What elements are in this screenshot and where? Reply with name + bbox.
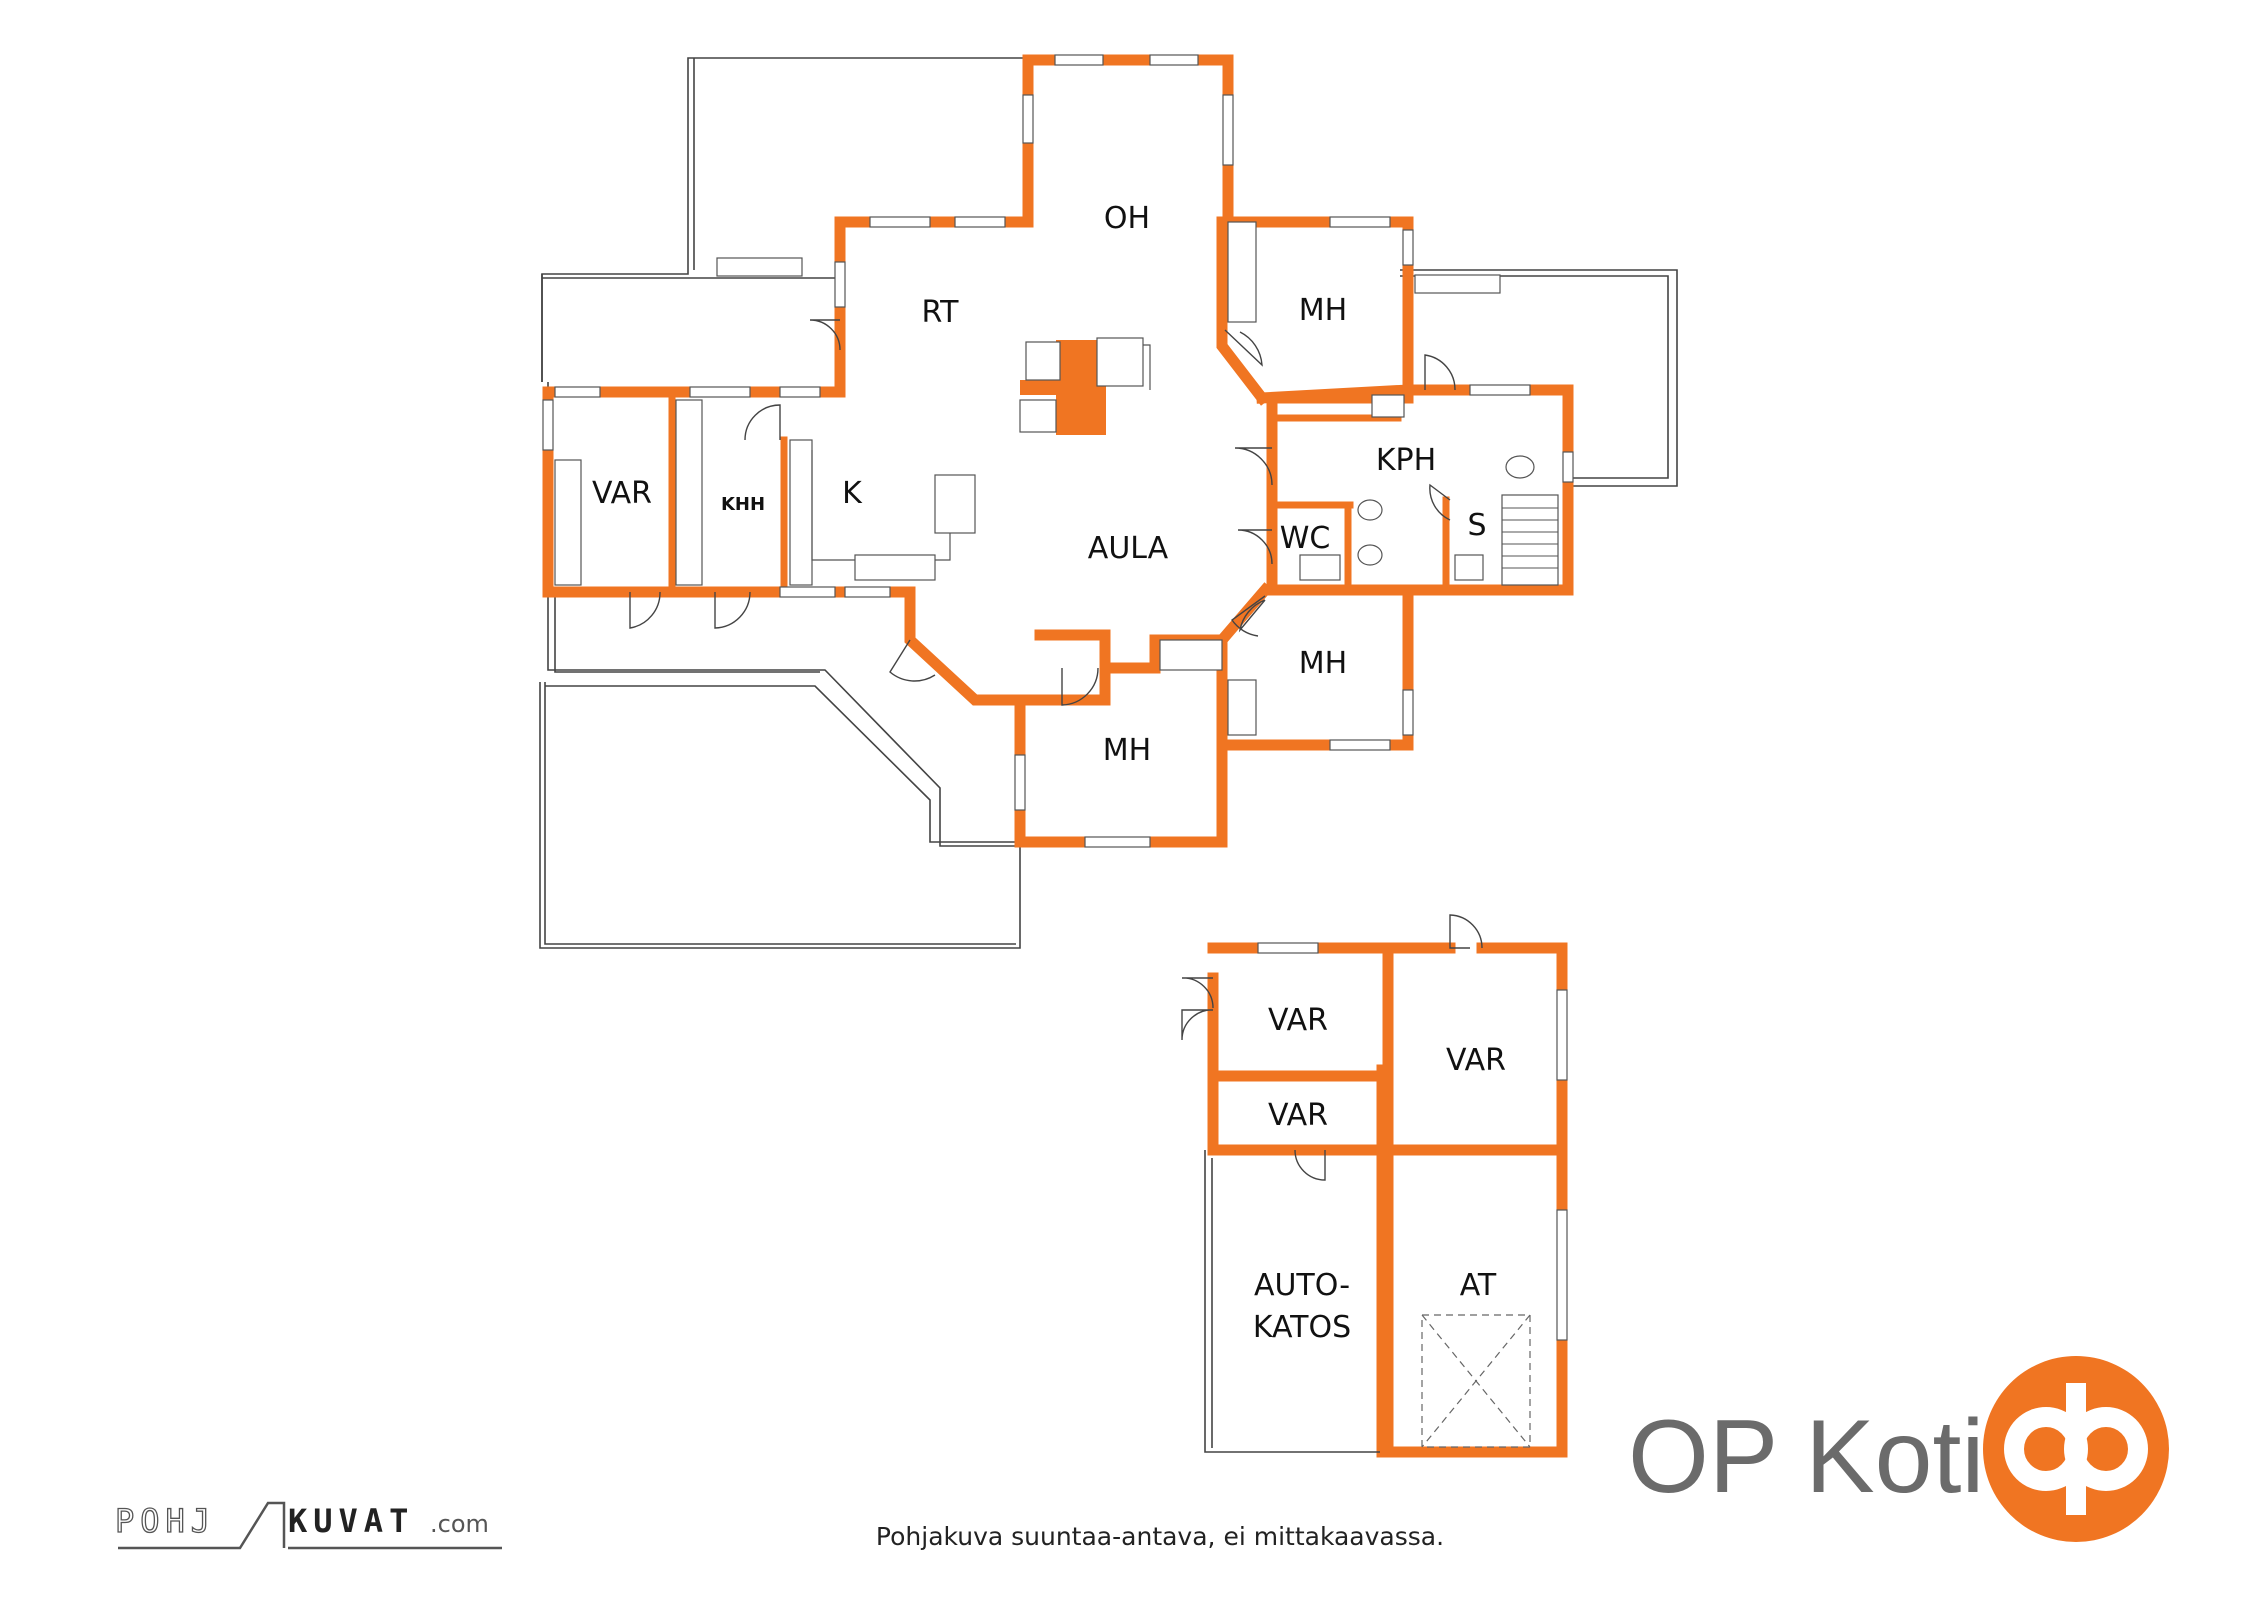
outbuilding-walls: [1204, 942, 1568, 1458]
room-label-khh: KHH: [721, 494, 765, 515]
room-label-var-left: VAR: [592, 476, 652, 511]
brand-name: OP Koti: [1628, 1399, 1984, 1515]
plan-caption: Pohjakuva suuntaa-antava, ei mittakaavas…: [876, 1522, 1444, 1551]
room-label-mh-top: MH: [1299, 293, 1347, 328]
room-label-kph: KPH: [1376, 443, 1436, 478]
room-label-aula: AULA: [1088, 531, 1169, 566]
doors: [629, 319, 1483, 1181]
room-label-mh-bottom: MH: [1103, 733, 1151, 768]
terrace-outlines: [539, 57, 1678, 949]
windows: [542, 54, 1574, 1341]
room-label-k: K: [842, 476, 863, 511]
room-label-at: AT: [1460, 1268, 1497, 1303]
brand: OP Koti: [1628, 1356, 2169, 1542]
op-logo-icon: [1983, 1356, 2169, 1542]
room-label-oh: OH: [1104, 201, 1150, 236]
fixtures: [554, 221, 1559, 736]
room-label-var-out1: VAR: [1268, 1003, 1328, 1038]
pohjakuvat-watermark: POHJ KUVAT .com: [114, 1501, 502, 1550]
room-label-autokatos-1: AUTO-: [1254, 1268, 1350, 1303]
room-label-s: S: [1467, 508, 1486, 543]
watermark-part1: POHJ: [115, 1502, 216, 1540]
watermark-part2: KUVAT: [288, 1502, 414, 1540]
room-label-var-out2: VAR: [1446, 1043, 1506, 1078]
room-label-autokatos-2: KATOS: [1253, 1310, 1351, 1345]
room-label-rt: RT: [922, 295, 960, 330]
room-label-var-out3: VAR: [1268, 1098, 1328, 1133]
room-label-mh-right: MH: [1299, 646, 1347, 681]
fireplace: [1019, 337, 1151, 435]
room-labels: OH RT MH KPH VAR KHH K AULA WC S MH MH V…: [592, 201, 1506, 1345]
room-label-wc: WC: [1280, 521, 1331, 556]
watermark-part3: .com: [430, 1510, 489, 1538]
